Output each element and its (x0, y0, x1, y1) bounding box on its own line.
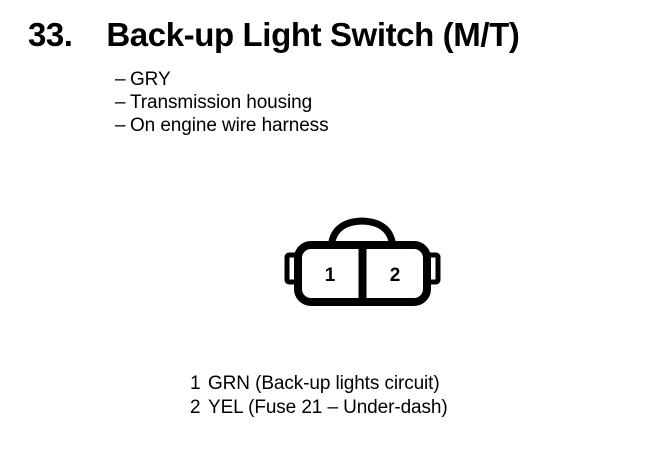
spec-item-location: – Transmission housing (115, 91, 328, 114)
spec-item-wire-color: – GRY (115, 68, 328, 91)
dash-marker-icon: – (115, 92, 126, 113)
title-item-number: 33. (28, 16, 73, 53)
title-heading-text: Back-up Light Switch (M/T) (106, 16, 520, 53)
legend-pin-number: 2 (190, 397, 201, 418)
cavity-number-1: 1 (325, 265, 336, 286)
page-title: 33. Back-up Light Switch (M/T) (28, 16, 520, 54)
connector-latch-arch (327, 217, 397, 250)
spec-item-label: Transmission housing (130, 92, 313, 113)
cavity-number-2: 2 (390, 265, 401, 286)
spec-list: – GRY – Transmission housing – On engine… (115, 68, 329, 137)
dash-marker-icon: – (115, 115, 126, 136)
legend-pin-number: 1 (190, 373, 201, 394)
legend-pin-description: YEL (Fuse 21 – Under-dash) (208, 397, 448, 418)
spec-item-harness: – On engine wire harness (115, 114, 329, 137)
legend-row: 1 GRN (Back-up lights circuit) (190, 372, 448, 396)
pin-legend: 1 GRN (Back-up lights circuit) 2 YEL (Fu… (190, 372, 448, 420)
legend-pin-description: GRN (Back-up lights circuit) (208, 373, 440, 394)
legend-row: 2 YEL (Fuse 21 – Under-dash) (190, 396, 448, 420)
spec-item-label: GRY (130, 69, 171, 90)
spec-item-label: On engine wire harness (130, 115, 329, 136)
connector-diagram: 1 2 (275, 205, 450, 310)
dash-marker-icon: – (115, 69, 126, 90)
